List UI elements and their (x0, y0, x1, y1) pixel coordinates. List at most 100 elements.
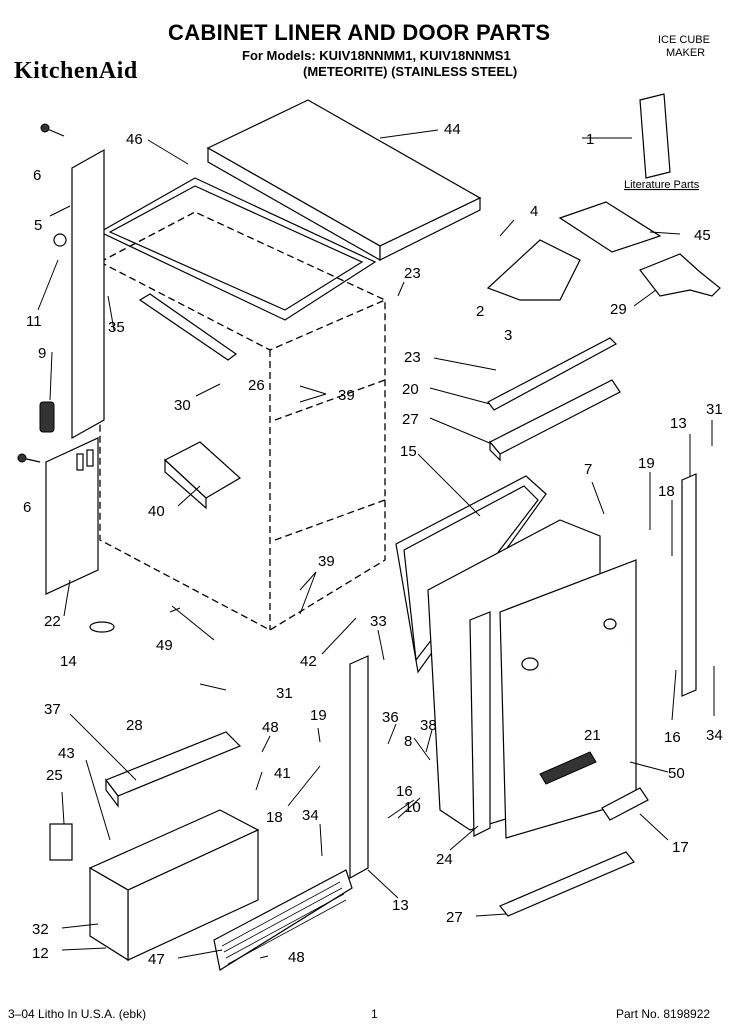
callout-42: 42 (300, 653, 317, 670)
part-13-hinge-strip-left (349, 655, 369, 880)
footer-litho: 3–04 Litho In U.S.A. (ebk) (8, 1007, 147, 1021)
callout-36: 36 (382, 709, 399, 726)
part-3-bin-holder (486, 239, 581, 301)
callout-33: 33 (370, 613, 387, 630)
callout-13: 13 (670, 415, 687, 432)
callout-35: 35 (108, 319, 125, 336)
part-9-hinge (39, 401, 55, 433)
part-27-rail-top (489, 379, 621, 462)
callout-12: 12 (32, 945, 49, 962)
callout-20: 20 (402, 381, 419, 398)
variants-line: (METEORITE) (STAINLESS STEEL) (303, 64, 518, 79)
part-27-rail-bottom (499, 851, 635, 917)
callout-40: 40 (148, 503, 165, 520)
part-5-side-panel (53, 148, 105, 440)
part-46-frame (98, 177, 377, 321)
callout-2: 2 (476, 303, 484, 320)
callout-43: 43 (58, 745, 75, 762)
callout-13: 13 (392, 897, 409, 914)
part-14-fitting (89, 621, 115, 633)
callout-27: 27 (402, 411, 419, 428)
callout-29: 29 (610, 301, 627, 318)
callout-16: 16 (396, 783, 413, 800)
callout-6: 6 (33, 167, 41, 184)
callout-17: 17 (672, 839, 689, 856)
part-29-scoop (639, 253, 721, 297)
part-25-clip (49, 823, 73, 861)
callout-25: 25 (46, 767, 63, 784)
callout-18: 18 (658, 483, 675, 500)
part-1-literature (639, 93, 671, 179)
callout-9: 9 (38, 345, 46, 362)
part-21-door-panel (499, 559, 637, 839)
callout-46: 46 (126, 131, 143, 148)
callout-14: 14 (60, 653, 77, 670)
callout-23: 23 (404, 265, 421, 282)
callout-32: 32 (32, 921, 49, 938)
callout-22: 22 (44, 613, 61, 630)
part-12-toe-kick (88, 809, 260, 962)
callout-24: 24 (436, 851, 453, 868)
callout-8: 8 (404, 733, 412, 750)
callout-39: 39 (318, 553, 335, 570)
callout-3: 3 (504, 327, 512, 344)
part-20-rail (487, 337, 617, 411)
part-44-top-panel (206, 99, 482, 262)
callout-38: 38 (420, 717, 437, 734)
callout-41: 41 (274, 765, 291, 782)
callout-5: 5 (34, 217, 42, 234)
callout-28: 28 (126, 717, 143, 734)
part-13-hinge-strip-right (681, 473, 697, 697)
callout-18: 18 (266, 809, 283, 826)
part-45-sheet (558, 201, 662, 253)
callout-23: 23 (404, 349, 421, 366)
part-47-grille (213, 869, 353, 971)
category-label-line2: MAKER (666, 47, 706, 59)
callout-45: 45 (694, 227, 711, 244)
callout-16: 16 (664, 729, 681, 746)
callout-31: 31 (706, 401, 723, 418)
category-label-line1: ICE CUBE (658, 34, 710, 46)
callout-7: 7 (584, 461, 592, 478)
callout-4: 4 (530, 203, 538, 220)
models-line: For Models: KUIV18NNMM1, KUIV18NNMS1 (242, 48, 511, 63)
callout-19: 19 (310, 707, 327, 724)
part-37-bracket (105, 731, 242, 808)
part-24-door-strip (469, 611, 491, 837)
callout-1: 1 (586, 131, 594, 148)
part-26-rail (138, 293, 238, 361)
callout-labels: 44 46 6 5 11 9 6 22 14 28 37 43 25 32 12… (23, 121, 723, 968)
footer-page-number: 1 (371, 1007, 378, 1021)
callout-30: 30 (174, 397, 191, 414)
callout-27: 27 (446, 909, 463, 926)
part-40-tray (163, 441, 242, 510)
footer-part-number: Part No. 8198922 (616, 1007, 711, 1021)
callout-50: 50 (668, 765, 685, 782)
callout-47: 47 (148, 951, 165, 968)
brand-logo: KitchenAid (14, 58, 138, 84)
callout-6: 6 (23, 499, 31, 516)
literature-parts-label: Literature Parts (624, 179, 700, 191)
part-28-drain-tube (95, 647, 103, 717)
callout-44: 44 (444, 121, 461, 138)
callout-21: 21 (584, 727, 601, 744)
page-title: CABINET LINER AND DOOR PARTS (168, 20, 551, 45)
callout-31: 31 (276, 685, 293, 702)
callout-11: 11 (26, 313, 42, 330)
callout-26: 26 (248, 377, 265, 394)
leader-lines (37, 129, 715, 959)
callout-37: 37 (44, 701, 61, 718)
callout-48: 48 (288, 949, 305, 966)
callout-34: 34 (302, 807, 319, 824)
callout-48: 48 (262, 719, 279, 736)
part-22-panel (45, 437, 99, 595)
callout-10: 10 (404, 799, 421, 816)
part-17-badge (601, 787, 649, 821)
callout-34: 34 (706, 727, 723, 744)
callout-49: 49 (156, 637, 173, 654)
callout-15: 15 (400, 443, 417, 460)
cabinet-liner-outline (99, 211, 386, 631)
callout-39: 39 (338, 387, 355, 404)
part-6-screws (17, 123, 65, 463)
